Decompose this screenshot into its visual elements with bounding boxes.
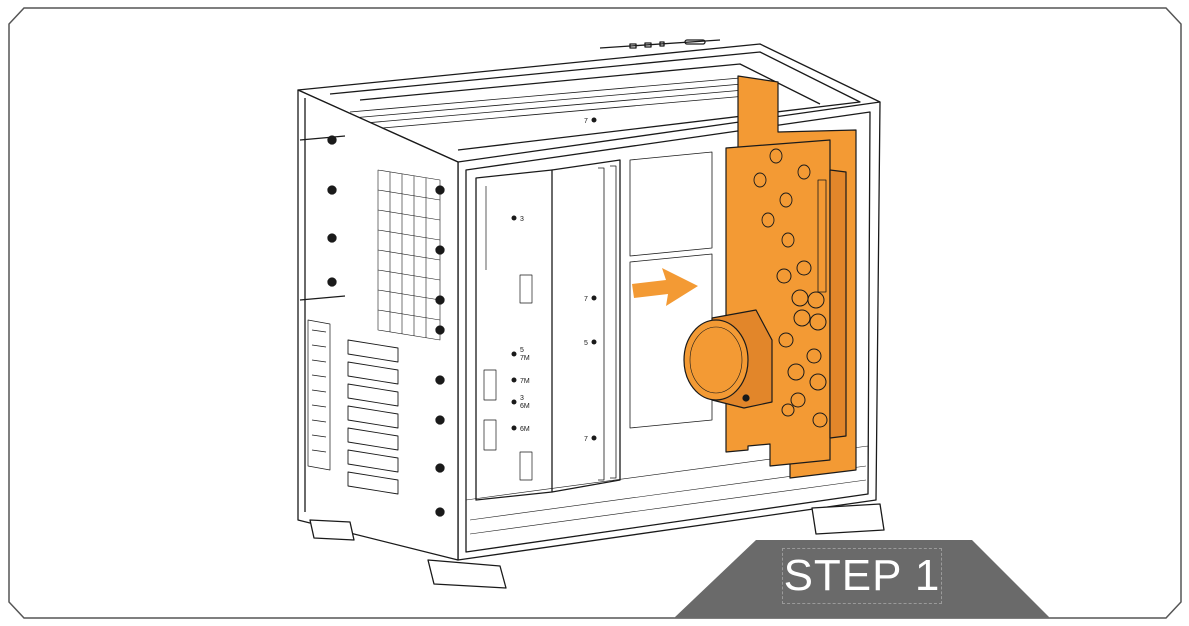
- pump-cap: [683, 319, 749, 401]
- rail-label: 7: [584, 118, 588, 125]
- cable-slots: [598, 151, 713, 481]
- pump-module: [683, 309, 773, 409]
- plate-ports: [776, 260, 828, 428]
- side-label: 3: [520, 216, 524, 223]
- step-label: STEP 1: [782, 548, 942, 604]
- side-label: 6M: [520, 403, 530, 410]
- side-label: 5: [520, 347, 524, 354]
- panel-marker-dots: [511, 117, 597, 441]
- rail-label: 7: [584, 436, 588, 443]
- rear-screws: [327, 135, 445, 517]
- step-banner: [674, 540, 1050, 618]
- rear-side-vent: [307, 319, 331, 471]
- distribution-plate: [683, 75, 857, 479]
- case-foot-front-right: [811, 503, 885, 535]
- top-grill: [349, 77, 747, 131]
- pc-case: [297, 39, 885, 589]
- side-label: 7M: [520, 378, 530, 385]
- rear-mesh: [377, 169, 441, 341]
- plate-holes: [753, 148, 811, 248]
- plate-edge: [829, 169, 847, 439]
- diagram-frame: [8, 7, 1182, 619]
- panel-labels: 3 5 7M 7M 3 6M 6M 7 7 5 7: [520, 118, 588, 443]
- side-label: 7M: [520, 355, 530, 362]
- case-foot-front-left: [427, 559, 507, 589]
- tray-inner-wall: [551, 159, 621, 493]
- side-label: 3: [520, 395, 524, 402]
- side-label: 6M: [520, 426, 530, 433]
- rail-label: 7: [584, 296, 588, 303]
- rail-label: 5: [584, 340, 588, 347]
- arrow-right-icon: [632, 268, 698, 306]
- case-foot-rear-left: [309, 519, 355, 541]
- pci-slots: [347, 339, 399, 495]
